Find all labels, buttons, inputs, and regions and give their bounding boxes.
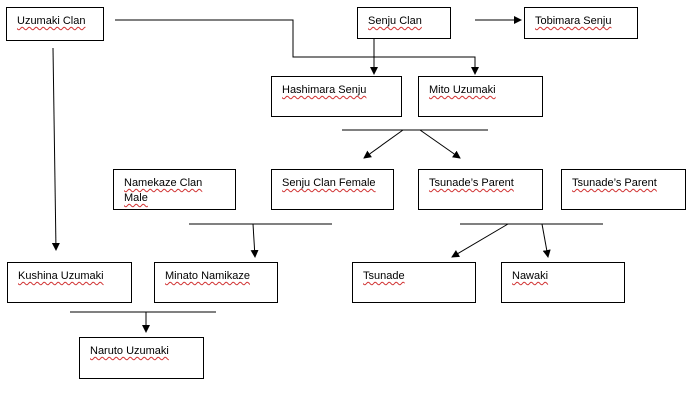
node-tsunade-parent-1: Tsunade’s Parent [418, 169, 543, 210]
node-label: Senju Clan Female [282, 177, 376, 189]
node-label: Hashimara Senju [282, 84, 367, 96]
node-tsunade-parent-2: Tsunade’s Parent [561, 169, 686, 210]
connector-uzumaki-to-kushina [51, 47, 60, 251]
node-label: Uzumaki Clan [17, 15, 86, 27]
node-senju-clan: Senju Clan [357, 7, 451, 39]
node-naruto-uzumaki: Naruto Uzumaki [79, 337, 204, 379]
connector-uzumaki-to-mito [115, 19, 479, 75]
node-uzumaki-clan: Uzumaki Clan [6, 7, 104, 41]
node-label: Tsunade [363, 270, 405, 282]
node-hashimara-senju: Hashimara Senju [271, 76, 402, 117]
connector-to-nawaki [541, 223, 551, 258]
node-nawaki: Nawaki [501, 262, 625, 303]
node-label: Nawaki [512, 270, 549, 282]
node-label: Tsunade’s Parent [572, 177, 657, 189]
node-senju-clan-female: Senju Clan Female [271, 169, 394, 210]
node-label: Kushina Uzumaki [18, 270, 104, 282]
node-kushina-uzumaki: Kushina Uzumaki [7, 262, 132, 303]
connector-to-minato [250, 223, 259, 258]
node-minato-namikaze: Minato Namikaze [154, 262, 278, 303]
node-label: Tsunade’s Parent [429, 177, 514, 189]
node-label: Namekaze Clan Male [124, 177, 203, 204]
node-label: Minato Namikaze [165, 270, 250, 282]
node-mito-uzumaki: Mito Uzumaki [418, 76, 543, 117]
connector-to-tsunade [451, 223, 509, 258]
node-label: Naruto Uzumaki [90, 345, 169, 357]
node-label: Mito Uzumaki [429, 84, 496, 96]
node-tobimara-senju: Tobimara Senju [524, 7, 638, 39]
connector-to-senju-female [363, 129, 404, 159]
node-label: Tobimara Senju [535, 15, 612, 27]
node-namekaze-clan-male: Namekaze Clan Male [113, 169, 236, 210]
node-label: Senju Clan [368, 15, 422, 27]
connector-to-tsunade-parent [419, 129, 461, 159]
node-tsunade: Tsunade [352, 262, 476, 303]
